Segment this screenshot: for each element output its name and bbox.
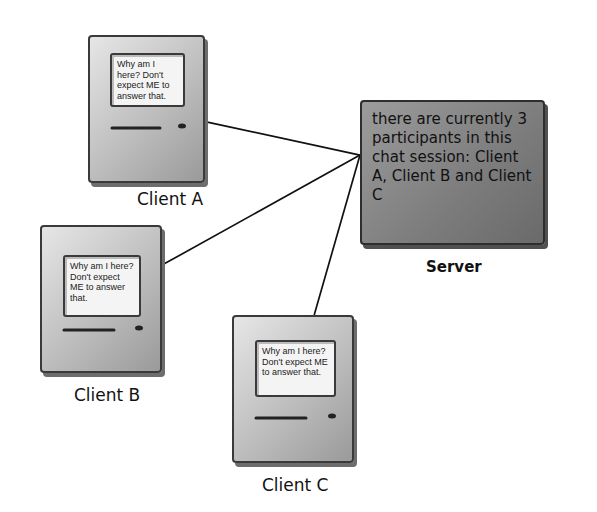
server-label: Server bbox=[426, 258, 482, 277]
screen-box: Why am I here? Don't expect ME to answer… bbox=[63, 255, 141, 317]
screen-message: Why am I here? Don't expect ME to answer… bbox=[117, 59, 178, 101]
network-link bbox=[205, 122, 360, 155]
power-light bbox=[135, 326, 143, 331]
screen-box: Why am I here? Don't expect ME to answer… bbox=[110, 53, 185, 107]
power-light bbox=[178, 124, 186, 129]
disk-slot bbox=[256, 417, 306, 420]
network-link bbox=[314, 155, 360, 315]
client-computer: Client CWhy am I here? Don't expect ME t… bbox=[232, 315, 354, 463]
server-box: there are currently 3 participants in th… bbox=[360, 100, 545, 245]
client-label: Client B bbox=[74, 385, 140, 405]
disk-slot bbox=[112, 127, 160, 130]
client-label: Client C bbox=[262, 475, 329, 495]
screen-message: Why am I here? Don't expect ME to answer… bbox=[70, 261, 134, 303]
client-label: Client A bbox=[137, 189, 203, 209]
screen-box: Why am I here? Don't expect ME to answer… bbox=[255, 340, 336, 397]
client-computer: Client AWhy am I here? Don't expect ME t… bbox=[88, 35, 205, 183]
screen-message: Why am I here? Don't expect ME to answer… bbox=[262, 346, 329, 378]
disk-slot bbox=[64, 329, 114, 332]
power-light bbox=[328, 414, 336, 419]
server-message: there are currently 3 participants in th… bbox=[372, 110, 533, 205]
client-computer: Client BWhy am I here? Don't expect ME t… bbox=[40, 225, 162, 373]
